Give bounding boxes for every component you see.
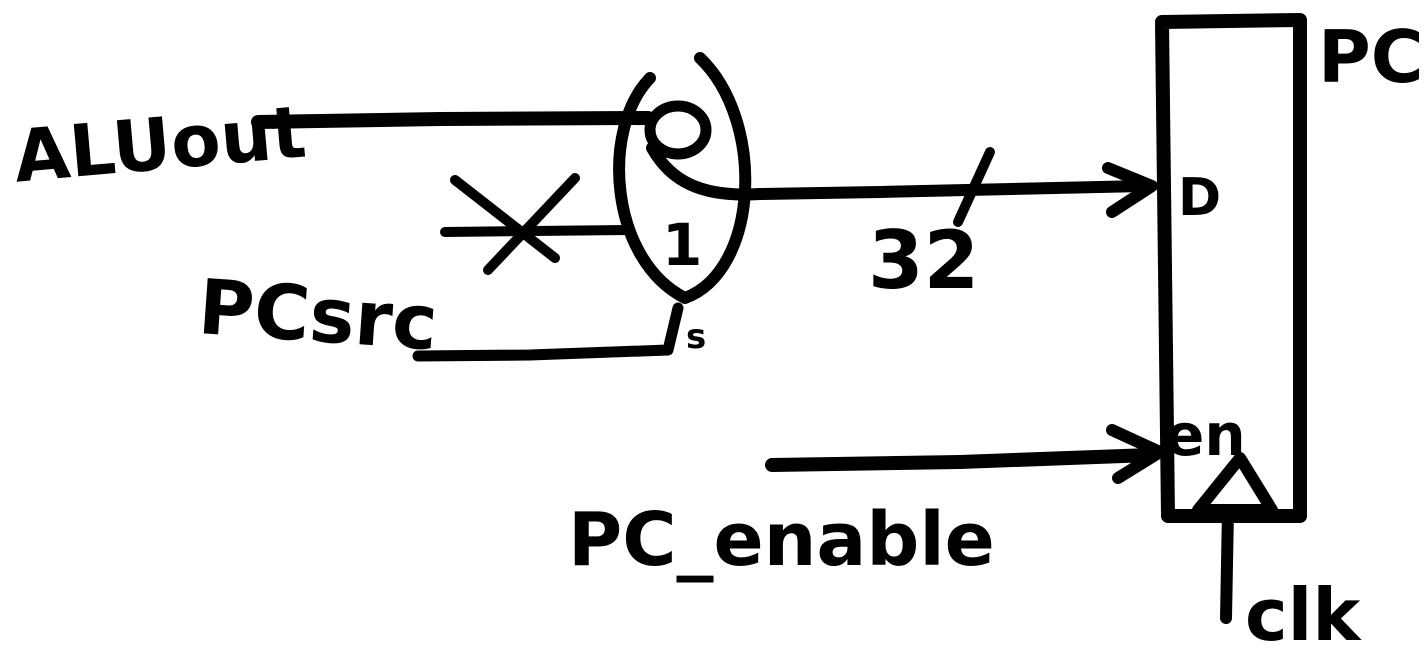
pc-enable-label: PC_enable bbox=[568, 497, 995, 583]
d-port-label: D bbox=[1178, 168, 1221, 228]
mux-input-1-label: 1 bbox=[662, 211, 702, 279]
multiplexer: 1 s bbox=[613, 52, 752, 357]
clock-triangle bbox=[1192, 452, 1278, 516]
pc-enable-wire bbox=[765, 448, 1157, 472]
mux-body bbox=[613, 52, 752, 304]
cross-mark bbox=[450, 173, 580, 275]
pc-register-box bbox=[1155, 13, 1307, 523]
clk-wire bbox=[1220, 504, 1234, 624]
aluout-wire bbox=[251, 111, 655, 129]
mux-input-0-marker bbox=[644, 100, 712, 160]
pcsrc-label: PCsrc bbox=[196, 262, 441, 367]
pc-label: PC bbox=[1318, 15, 1424, 99]
clk-label: clk bbox=[1245, 573, 1362, 651]
pc-register: PC D en bbox=[1155, 13, 1424, 523]
unused-wire bbox=[440, 225, 633, 237]
mux-select-label: s bbox=[686, 317, 706, 357]
d-arrowhead bbox=[1102, 162, 1158, 218]
bus-width-slash bbox=[953, 147, 995, 227]
en-arrowhead bbox=[1106, 424, 1166, 484]
aluout-label: ALUout bbox=[10, 90, 309, 199]
bus-width-label: 32 bbox=[868, 214, 979, 307]
en-port-label: en bbox=[1165, 401, 1246, 469]
pcsrc-wire bbox=[412, 302, 684, 362]
mux-output-wire bbox=[646, 142, 1151, 201]
